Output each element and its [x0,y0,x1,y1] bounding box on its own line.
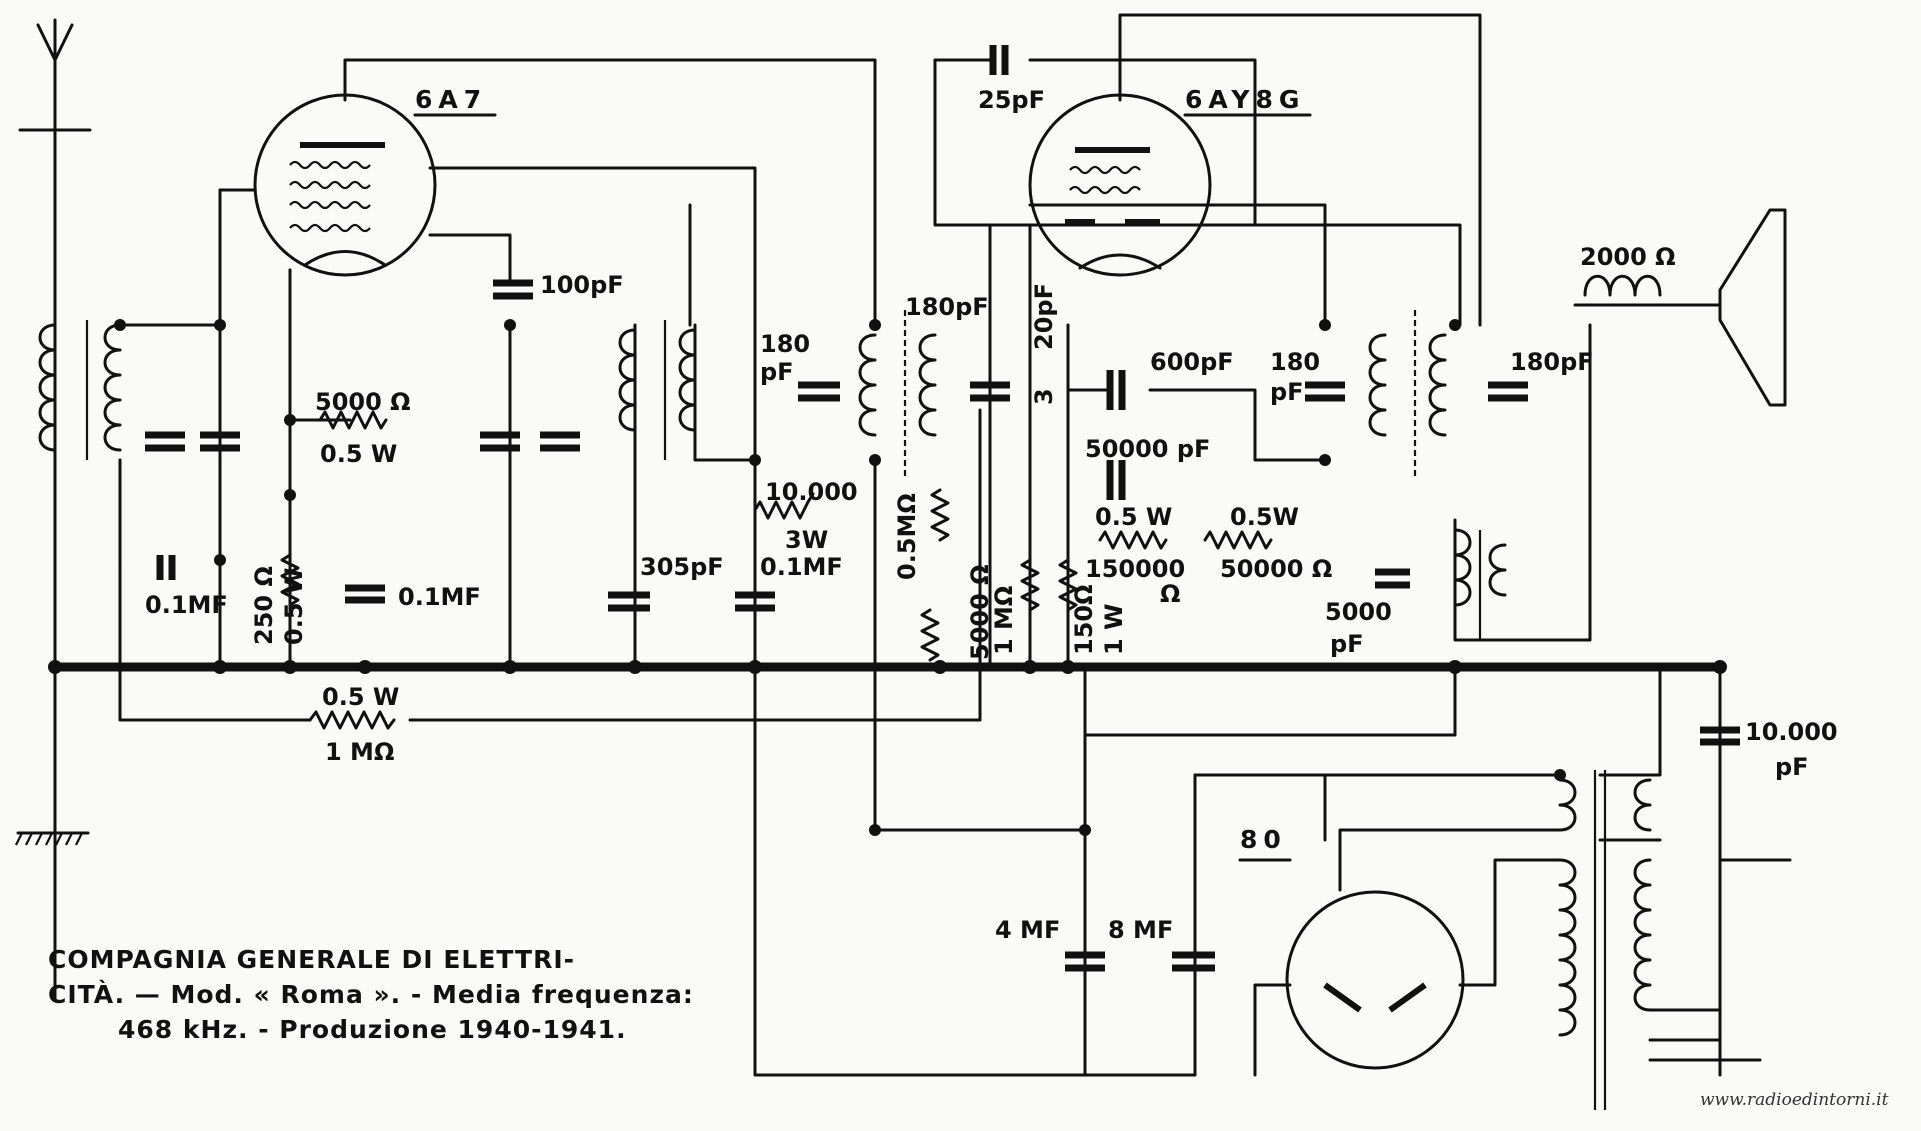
label-180pf-c: 180 [1270,348,1320,376]
label-01mf-a: 0.1MF [145,591,228,619]
label-3: 3 [1030,388,1058,405]
label-5000ohm: 5000 Ω [315,388,411,416]
label-05w-d: 0.5 W [280,568,308,645]
label-10000-cap-unit: pF [1775,753,1809,781]
label-2000ohm: 2000 Ω [1580,243,1676,271]
label-01mf-c: 0.1MF [760,553,843,581]
label-150000: 150000 [1085,555,1185,583]
label-250ohm: 250 Ω [250,566,278,645]
tube-6ay8g: 6AY8G [1028,85,1312,277]
label-5000ohm-b: 5000 Ω [966,564,994,660]
label-180pf-a-unit: pF [760,358,794,386]
label-5000-unit: pF [1330,630,1364,658]
tube-label-80: 80 [1240,825,1287,854]
speaker [1718,208,1787,407]
label-4mf: 4 MF [995,916,1060,944]
label-10000: 10.000 [765,478,858,506]
label-180pf-a: 180 [760,330,810,358]
label-5000: 5000 [1325,598,1392,626]
label-1m-b: 1 MΩ [325,738,394,766]
label-150ohm: 150Ω [1070,585,1098,656]
tube-6a7: 6A7 [218,85,497,669]
label-305pf: 305pF [640,553,724,581]
label-3w: 3W [785,526,828,554]
label-50000ohm: 50000 Ω [1220,555,1332,583]
caption-line1: COMPAGNIA GENERALE DI ELETTRI- [48,945,575,974]
label-05m: 0.5MΩ [893,493,921,580]
label-05w-a: 0.5 W [320,440,397,468]
tube-label-6ay8g: 6AY8G [1185,85,1305,114]
label-100pf: 100pF [540,271,624,299]
resistors [280,410,1273,730]
label-25pf: 25pF [978,86,1045,114]
junctions [48,319,1727,836]
label-10000-cap: 10.000 [1745,718,1838,746]
label-20pf: 20pF [1030,283,1058,350]
caption: COMPAGNIA GENERALE DI ELETTRI- CITÀ. — M… [48,945,694,1044]
label-8mf: 8 MF [1108,916,1173,944]
wiring [15,13,1792,1077]
label-05w-b: 0.5 W [1095,503,1172,531]
label-180pf-c-unit: pF [1270,378,1304,406]
tube-label-6a7: 6A7 [415,85,487,114]
coils [38,274,1762,1110]
watermark: www.radioedintorni.it [1700,1090,1889,1110]
label-05w-c: 0.5W [1230,503,1299,531]
label-1m-a: 1 MΩ [990,586,1018,655]
caption-line3: 468 kHz. - Produzione 1940-1941. [118,1015,627,1044]
component-labels: 100pF 25pF 180 pF 180pF 20pF 3 600pF 180… [145,86,1838,944]
label-150000-unit: Ω [1160,580,1180,608]
label-01mf-b: 0.1MF [398,583,481,611]
label-180pf-d: 180pF [1510,348,1594,376]
label-05w-e: 0.5 W [322,683,399,711]
tube-80: 80 [1238,825,1562,1077]
caption-line2: CITÀ. — Mod. « Roma ». - Media frequenza… [48,980,694,1009]
label-600pf: 600pF [1150,348,1234,376]
label-1w: 1 W [1100,603,1128,655]
capacitors [145,45,1740,972]
label-50000pf: 50000 pF [1085,435,1210,463]
label-180pf-b: 180pF [905,293,989,321]
